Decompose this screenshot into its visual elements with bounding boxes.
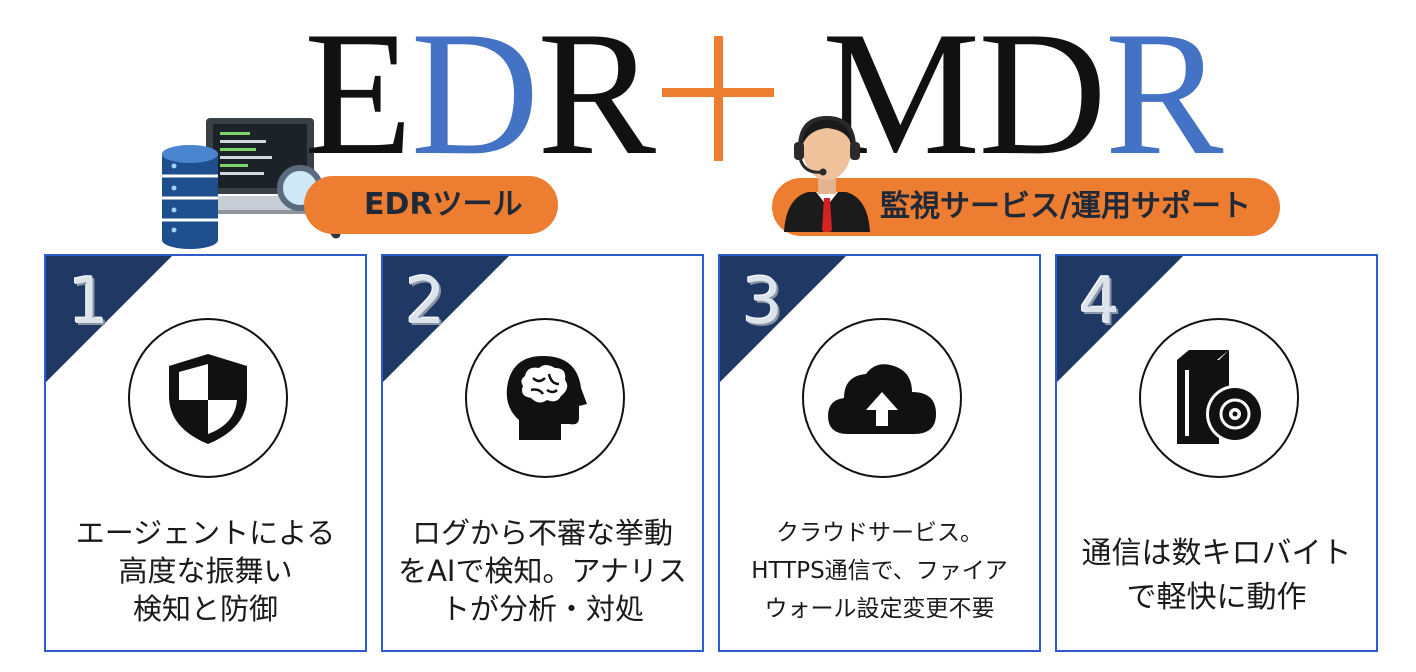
card-number: 1 [68, 265, 109, 339]
mdr-title: MDR [822, 4, 1224, 182]
shield-icon [169, 354, 247, 444]
card-description-line: 通信は数キロバイト [1081, 536, 1352, 571]
card-description-line: で軽快に動作 [1126, 580, 1307, 615]
card-description-line: 検知と防御 [132, 592, 278, 626]
card-icon-circle [1139, 318, 1299, 478]
feature-card-1: 1 エージェントによる 高度な振舞い 検知と防御 [44, 254, 367, 652]
card-description: クラウドサービス。 HTTPS通信で、ファイア ウォール設定変更不要 [720, 514, 1039, 628]
software-box-icon [1177, 350, 1264, 444]
mdr-title-md: MD [822, 0, 1107, 192]
card-icon-circle [802, 318, 962, 478]
feature-card-4: 4 通信は数キロバイト で軽快に動作 [1055, 254, 1378, 652]
card-description-line: をAIで検知。アナリス [398, 554, 687, 588]
edr-title: EDR [304, 4, 656, 182]
database-icon [162, 145, 218, 249]
card-description-line: トが分析・対処 [440, 592, 644, 626]
edr-tool-label: EDRツール [304, 176, 558, 234]
card-icon-circle [128, 318, 288, 478]
cloud-upload-icon [828, 364, 936, 434]
card-description: ログから不審な挙動 をAIで検知。アナリス トが分析・対処 [383, 514, 702, 628]
mdr-title-r: R [1104, 0, 1224, 192]
edr-title-r: R [537, 0, 656, 192]
feature-card-3: 3 クラウドサービス。 HTTPS通信で、ファイア ウォール設定変更不要 [718, 254, 1041, 652]
feature-card-2: 2 ログから不審な挙動 をAIで検知。アナリス トが分析・対処 [381, 254, 704, 652]
operator-headset-icon [784, 115, 870, 232]
card-number: 2 [405, 265, 446, 339]
card-icon-circle [465, 318, 625, 478]
card-description: 通信は数キロバイト で軽快に動作 [1057, 532, 1376, 620]
card-description-line: 高度な振舞い [118, 554, 293, 588]
card-description-line: HTTPS通信で、ファイア [751, 558, 1008, 584]
brain-head-icon [506, 356, 587, 440]
card-description-line: クラウドサービス。 [776, 520, 983, 546]
edr-title-d: D [410, 0, 540, 192]
edr-title-e: E [304, 0, 413, 192]
card-number: 3 [742, 265, 783, 339]
card-number: 4 [1079, 265, 1120, 339]
plus-icon [662, 36, 774, 161]
card-description: エージェントによる 高度な振舞い 検知と防御 [46, 514, 365, 628]
card-description-line: エージェントによる [75, 516, 336, 550]
card-description-line: ログから不審な挙動 [411, 516, 673, 550]
card-description-line: ウォール設定変更不要 [764, 596, 995, 622]
